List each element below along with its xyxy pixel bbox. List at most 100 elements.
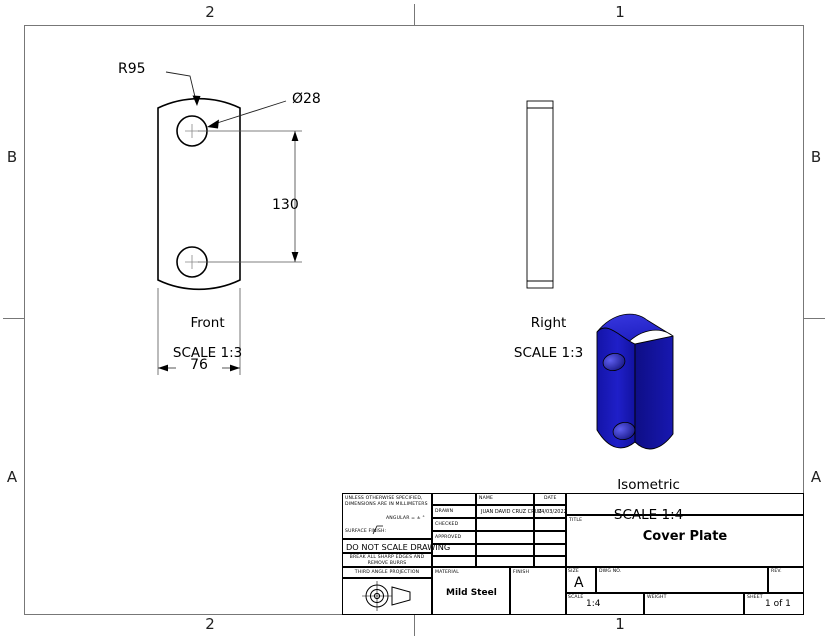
surface-finish-symbol (372, 525, 383, 535)
material-value: Mild Steel (446, 588, 497, 598)
approvals-header-name (476, 493, 534, 505)
title-cell (566, 515, 804, 567)
approvals-row-drawn-date: 04/03/2022 (538, 509, 567, 515)
dwg-no-label: DWG NO. (599, 569, 622, 574)
approvals-row-drawn-name-cell (476, 505, 534, 518)
size-label: SIZE (568, 569, 579, 574)
finish-cell (510, 567, 566, 615)
view-label-right-scale: SCALE 1:3 (513, 345, 584, 361)
iso-side-face (634, 335, 674, 450)
r95-leader-line (165, 71, 197, 102)
view-label-front-scale: SCALE 1:3 (172, 345, 243, 361)
approvals-filler-1a (432, 544, 476, 556)
zone-label-bottom-2: 2 (205, 615, 215, 633)
size-value: A (574, 575, 584, 591)
approvals-row-checked-label: CHECKED (435, 522, 459, 527)
approvals-header-date-label: DATE (544, 496, 557, 501)
notes-line1: UNLESS OTHERWISE SPECIFIED, (345, 496, 423, 501)
iso-hole-lower (612, 421, 636, 441)
approvals-row-approved-label-cell (432, 531, 476, 544)
dim-76-text: 76 (176, 358, 222, 373)
view-label-right-name: Right (530, 315, 567, 331)
view-label-right: Right SCALE 1:3 (480, 301, 600, 376)
zone-label-left-a: A (6, 468, 18, 486)
approvals-row-approved-date-cell (534, 531, 566, 544)
scale-label: SCALE (568, 595, 584, 600)
notes-cell-projection-symbol (342, 578, 432, 615)
notes-break-edges-1: BREAK ALL SHARP EDGES AND (349, 555, 425, 560)
notes-cell-projection-label (342, 567, 432, 578)
front-plate-outline (157, 97, 241, 291)
scale-cell (566, 593, 644, 615)
notes-cell-tolerances (342, 493, 432, 539)
notes-angular: ANGULAR = ± ° (386, 516, 425, 521)
zone-label-right-a: A (810, 468, 822, 486)
approvals-filler-2b (476, 556, 534, 567)
zone-tick-left (3, 318, 24, 319)
dim-130-arrow-top (291, 131, 299, 141)
approvals-filler-2a (432, 556, 476, 567)
view-label-isometric-name: Isometric (617, 477, 680, 493)
approvals-filler-1b (476, 544, 534, 556)
approvals-header-date (534, 493, 566, 505)
zone-tick-top (414, 4, 415, 25)
notes-line2: DIMENSIONS ARE IN MILLIMETERS (345, 502, 428, 507)
title-block: UNLESS OTHERWISE SPECIFIED, DIMENSIONS A… (342, 493, 804, 615)
material-cell (432, 567, 510, 615)
notes-do-not-scale: DO NOT SCALE DRAWING (346, 541, 451, 552)
dim-r95-text: R95 (118, 61, 146, 77)
zone-tick-bottom (414, 615, 415, 636)
weight-label: WEIGHT (647, 595, 667, 600)
weight-cell (644, 593, 744, 615)
approvals-row-approved-name-cell (476, 531, 534, 544)
rev-cell (768, 567, 804, 593)
zone-label-top-1: 1 (615, 3, 625, 21)
rev-label: REV. (771, 569, 782, 574)
notes-surface-finish: SURFACE FINISH: (345, 529, 387, 534)
approvals-row-checked-date-cell (534, 518, 566, 531)
approvals-row-approved-label: APPROVED (435, 535, 462, 540)
front-hole-upper-centermark (185, 124, 199, 138)
view-label-front-name: Front (190, 315, 225, 331)
dim-130-text: 130 (272, 197, 299, 213)
approvals-filler-2c (534, 556, 566, 567)
zone-label-left-b: B (6, 148, 18, 166)
approvals-row-checked-label-cell (432, 518, 476, 531)
r95-leader-arrow (192, 95, 201, 106)
title-value: Cover Plate (642, 529, 728, 544)
notes-projection-label: THIRD ANGLE PROJECTION (354, 570, 420, 575)
material-label: MATERIAL (435, 570, 459, 575)
front-hole-lower-centermark (185, 255, 199, 269)
dim-130-arrow-bottom (291, 252, 299, 262)
sheet-cell (744, 593, 804, 615)
size-cell (566, 567, 596, 593)
right-view-outline (526, 100, 554, 289)
sheet-value: 1 of 1 (765, 599, 791, 609)
title-top-blank-cell (566, 493, 804, 515)
approvals-filler-1c (534, 544, 566, 556)
approvals-row-drawn-label-cell (432, 505, 476, 518)
dim-dia28-text: Ø28 (292, 91, 321, 107)
zone-label-right-b: B (810, 148, 822, 166)
notes-cell-do-not-scale (342, 539, 432, 553)
zone-tick-right (804, 318, 825, 319)
zone-label-bottom-1: 1 (615, 615, 625, 633)
approvals-row-checked-name-cell (476, 518, 534, 531)
notes-break-edges-2: REMOVE BURRS (367, 561, 407, 566)
dim-76-arrow-right (230, 364, 240, 372)
notes-cell-break-edges (342, 553, 432, 567)
approvals-header-name-label: NAME (479, 496, 494, 501)
zone-label-top-2: 2 (205, 3, 215, 21)
dim-76-arrow-left (158, 364, 168, 372)
dia28-leader-arrow (207, 119, 219, 129)
iso-hole-upper (602, 352, 626, 372)
dwg-no-cell (596, 567, 768, 593)
third-angle-projection-symbol (362, 581, 411, 611)
approvals-row-drawn-date-cell (534, 505, 566, 518)
isometric-view-geometry (596, 313, 674, 450)
scale-value: 1:4 (586, 599, 601, 609)
title-label: TITLE (569, 518, 583, 523)
